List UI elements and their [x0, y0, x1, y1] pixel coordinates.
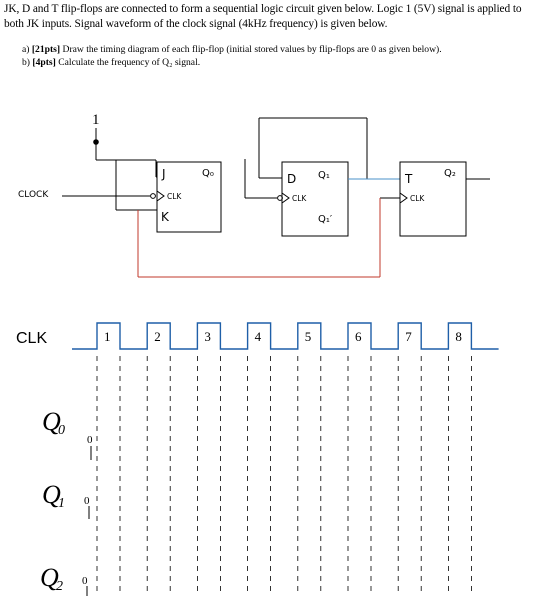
clk-waveform [72, 322, 499, 350]
q2-sub: 2 [56, 579, 63, 594]
d-clk-label: CLK [292, 194, 307, 203]
q0-sub: 0 [58, 423, 65, 438]
d-q-label: Q₁ [318, 170, 330, 181]
pulse-label-2: 2 [154, 329, 161, 344]
part-a-label: a) [22, 44, 30, 55]
t-t-label: T [404, 172, 413, 186]
t-flip-flop [399, 161, 467, 237]
q1-sub: 1 [58, 496, 65, 511]
circuit-diagram: 1 CLOCK J CLK K Q₀ D CLK Q₁ Q₁′ [18, 112, 490, 278]
d-flip-flop [281, 161, 349, 237]
clk-label: CLK [16, 330, 47, 347]
signal-q2: Q 2 [40, 563, 63, 594]
jk-clock-triangle [156, 190, 165, 202]
q0-initial: 0 [87, 434, 93, 446]
q1-name: Q [42, 480, 61, 509]
pulse-label-7: 7 [405, 329, 412, 344]
pulse-label-1: 1 [104, 329, 111, 344]
pulse-label-5: 5 [305, 329, 312, 344]
jk-clock-bubble [150, 193, 156, 199]
clock-label: CLOCK [18, 190, 49, 200]
q2-initial: 0 [82, 575, 88, 587]
guide-lines [96, 356, 472, 596]
d-clock-triangle [281, 192, 290, 204]
logic-one-label: 1 [92, 112, 100, 128]
pulse-label-4: 4 [255, 329, 262, 344]
pulse-label-6: 6 [355, 329, 362, 344]
jk-q-label: Q₀ [202, 168, 214, 179]
pulse-label-8: 8 [455, 329, 462, 344]
t-clock-triangle [399, 192, 408, 204]
part-b: b) [4pts] Calculate the frequency of Q₂ … [22, 56, 534, 69]
q0-name: Q [42, 407, 61, 436]
t-q-label: Q₂ [444, 168, 456, 179]
q2-name: Q [40, 563, 59, 592]
part-a-points: [21pts] [31, 44, 61, 55]
d-d-label: D [287, 172, 296, 186]
signal-q1: Q 1 [42, 480, 65, 511]
part-a: a) [21pts] Draw the timing diagram of ea… [22, 43, 534, 56]
q1-initial: 0 [84, 495, 90, 507]
part-a-text: Draw the timing diagram of each flip-flo… [62, 44, 442, 55]
jk-clk-label: CLK [167, 192, 182, 201]
problem-intro: JK, D and T flip-flops are connected to … [4, 3, 522, 30]
part-b-text: Calculate the frequency of Q₂ signal. [58, 57, 201, 68]
jk-j-label: J [161, 167, 166, 181]
jk-flip-flop [156, 161, 222, 233]
t-clk-label: CLK [410, 194, 425, 203]
part-b-label: b) [22, 57, 30, 68]
pulse-label-3: 3 [204, 329, 211, 344]
d-qbar-label: Q₁′ [318, 214, 333, 225]
timing-diagram: CLK 1 2 3 4 5 6 7 8 Q 0 0 Q 1 0 Q 2 0 [16, 322, 499, 596]
problem-parts: a) [21pts] Draw the timing diagram of ea… [22, 43, 534, 69]
part-b-points: [4pts] [32, 57, 56, 68]
pulse-labels: 1 2 3 4 5 6 7 8 [104, 329, 462, 344]
signal-q0: Q 0 [42, 407, 65, 438]
jk-k-label: K [161, 210, 170, 224]
